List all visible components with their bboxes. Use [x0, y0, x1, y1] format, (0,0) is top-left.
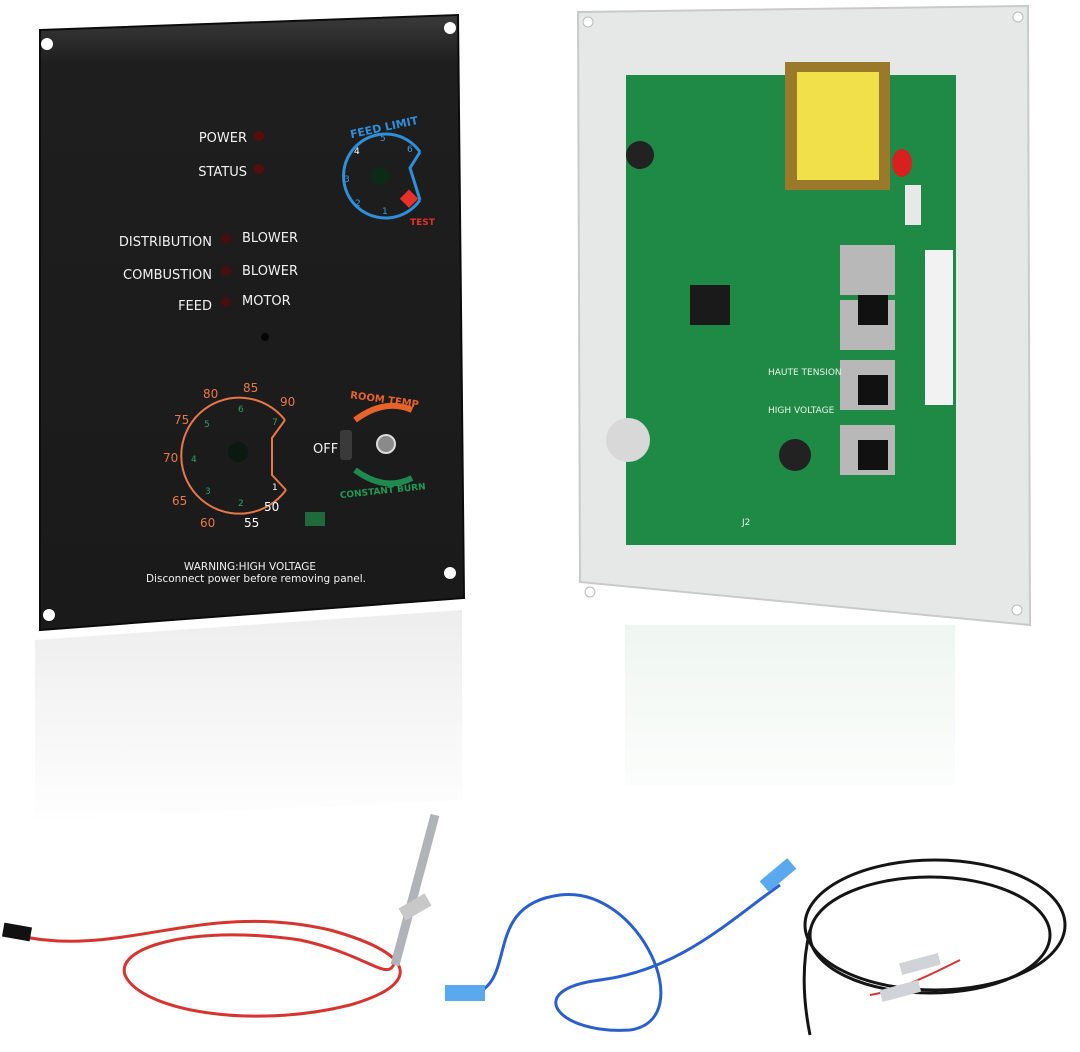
test-button[interactable]: [399, 189, 419, 208]
mode-knob[interactable]: [376, 434, 396, 454]
connector: [925, 250, 953, 405]
test-label: TEST: [410, 218, 436, 228]
tick-label: 1: [382, 207, 388, 217]
reflection-fade: [0, 600, 1080, 830]
cables: [1, 813, 1067, 1036]
combustion-label: COMBUSTION: [123, 268, 212, 283]
buzzer: [606, 418, 650, 462]
feed-motor-led: [221, 297, 231, 307]
tick-label: 6: [238, 405, 244, 415]
pcb-label: HAUTE TENSION: [768, 368, 842, 378]
potentiometer: [779, 439, 811, 471]
tick-label: 55: [244, 516, 259, 530]
mount-hole: [444, 567, 456, 579]
tick-label: 70: [163, 451, 178, 465]
warning-title: WARNING:HIGH VOLTAGE: [184, 561, 316, 573]
motor-label: MOTOR: [242, 294, 291, 309]
dip-switch[interactable]: [305, 512, 325, 526]
black-sensor-wire: [802, 858, 1067, 1036]
mount-hole: [41, 38, 53, 50]
combustion-blower-led: [221, 266, 231, 276]
tick-label: 7: [272, 418, 278, 428]
control-panel: POWER STATUS DISTRIBUTION BLOWER COMBUST…: [39, 13, 466, 632]
tick-label: 50: [264, 500, 279, 514]
microcontroller: [690, 285, 730, 325]
tick-label: 85: [243, 381, 258, 395]
status-label: STATUS: [198, 165, 247, 180]
power-label: POWER: [199, 131, 247, 146]
red-temperature-probe: [1, 813, 440, 1018]
tick-label: 6: [407, 145, 413, 155]
capacitor: [892, 149, 912, 177]
tick-label: 2: [355, 199, 361, 209]
distribution-label: DISTRIBUTION: [119, 235, 212, 250]
tick-label: 75: [174, 413, 189, 427]
tick-label: 1: [272, 483, 278, 493]
power-led: [254, 131, 264, 141]
fuse: [905, 185, 921, 225]
tick-label: 80: [203, 387, 218, 401]
blower-label: BLOWER: [242, 264, 298, 279]
tick-label: 65: [172, 494, 187, 508]
tick-label: 90: [280, 395, 295, 409]
warning-text: Disconnect power before removing panel.: [146, 573, 366, 585]
tick-label: 4: [191, 455, 197, 465]
off-label: OFF: [313, 442, 338, 457]
blower-label: BLOWER: [242, 231, 298, 246]
temperature-dial[interactable]: 50 55 60 65 70 75 80 85 90 1 2 3 4 5 6 7: [163, 381, 295, 530]
tick-label: 5: [204, 420, 210, 430]
distribution-blower-led: [221, 234, 231, 244]
circuit-board-assembly: HAUTE TENSION HIGH VOLTAGE J2: [576, 4, 1032, 627]
feed-label: FEED: [178, 299, 212, 314]
pcb-label: J2: [741, 518, 750, 528]
reset-hole: [261, 333, 269, 341]
mount-hole: [444, 22, 456, 34]
blue-jumper-wire: [445, 858, 797, 1032]
tick-label: 2: [238, 499, 244, 509]
tick-label: 60: [200, 516, 215, 530]
status-led: [254, 164, 264, 174]
tick-label: 4: [354, 147, 360, 157]
mount-hole: [43, 609, 55, 621]
tick-label: 5: [380, 134, 386, 144]
tick-label: 3: [205, 487, 211, 497]
potentiometer: [626, 141, 654, 169]
tick-label: 3: [344, 175, 350, 185]
pcb-label: HIGH VOLTAGE: [768, 406, 835, 416]
